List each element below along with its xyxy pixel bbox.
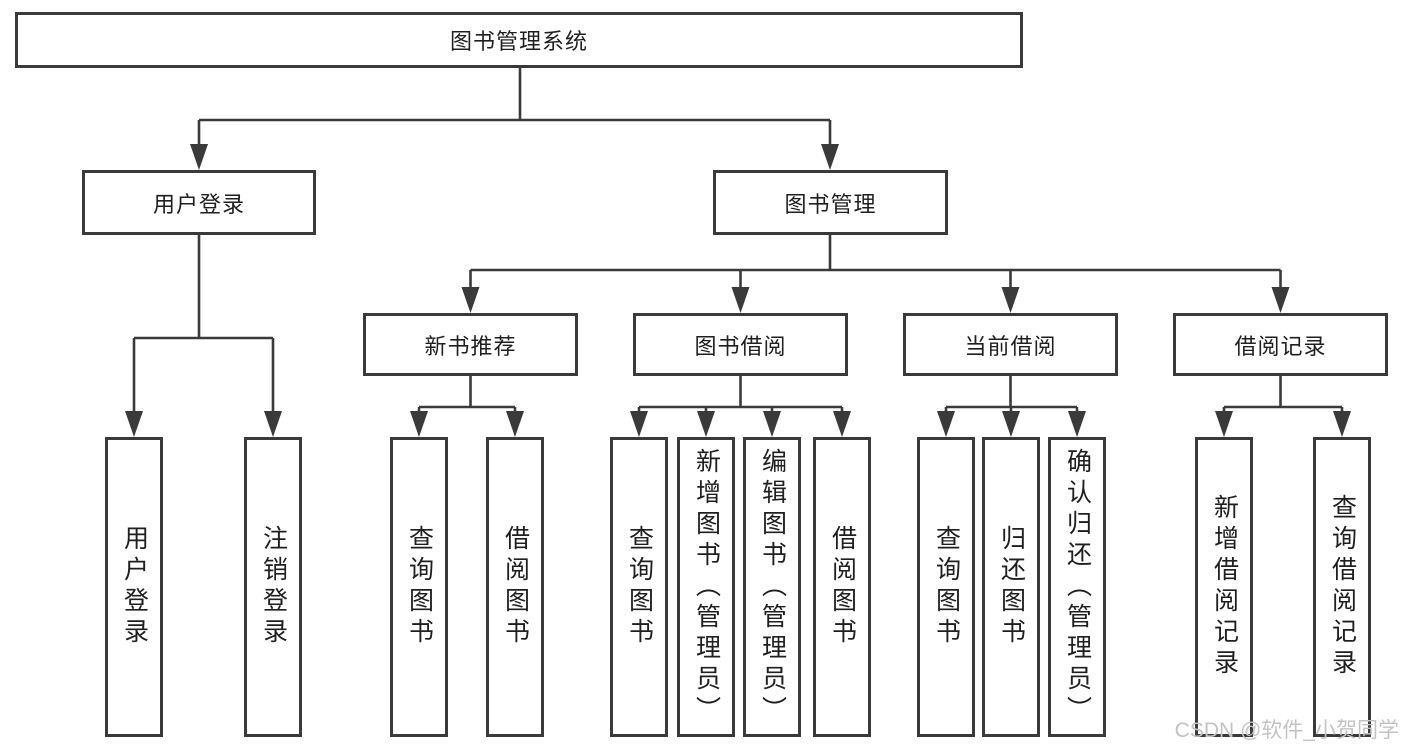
node-user-login-label: 用户登录 — [152, 191, 245, 217]
leaf-add-book-admin-label: 新增图书（管理员） — [692, 447, 721, 727]
leaf-query-books-current-label: 查询图书 — [932, 525, 961, 649]
node-book-management: 图书管理 — [713, 170, 948, 235]
node-current-borrow: 当前借阅 — [903, 313, 1118, 376]
node-borrow-records: 借阅记录 — [1173, 313, 1388, 376]
node-root: 图书管理系统 — [15, 12, 1023, 68]
leaf-return-book: 归还图书 — [982, 437, 1040, 737]
leaf-add-borrow-record: 新增借阅记录 — [1195, 437, 1253, 737]
node-borrow-records-label: 借阅记录 — [1234, 333, 1327, 359]
leaf-borrow-books-label: 借阅图书 — [828, 525, 857, 649]
leaf-query-borrow-record: 查询借阅记录 — [1313, 437, 1371, 737]
node-user-login: 用户登录 — [82, 170, 316, 235]
leaf-query-books-current: 查询图书 — [917, 437, 975, 737]
leaf-logout-login-label: 注销登录 — [259, 525, 288, 649]
leaf-query-borrow-record-label: 查询借阅记录 — [1328, 494, 1357, 680]
leaf-query-books-recommend-label: 查询图书 — [405, 525, 434, 649]
leaf-borrow-books-recommend-label: 借阅图书 — [501, 525, 530, 649]
leaf-edit-book-admin: 编辑图书（管理员） — [743, 437, 801, 737]
node-current-borrow-label: 当前借阅 — [964, 333, 1057, 359]
leaf-add-borrow-record-label: 新增借阅记录 — [1210, 494, 1239, 680]
leaf-confirm-return-admin-label: 确认归还（管理员） — [1063, 447, 1092, 727]
leaf-user-login-label: 用户登录 — [120, 525, 149, 649]
leaf-borrow-books-recommend: 借阅图书 — [486, 437, 544, 737]
leaf-query-books-borrow: 查询图书 — [610, 437, 668, 737]
leaf-query-books-borrow-label: 查询图书 — [625, 525, 654, 649]
leaf-confirm-return-admin: 确认归还（管理员） — [1048, 437, 1106, 737]
node-book-borrow-label: 图书借阅 — [694, 333, 787, 359]
node-new-book-recommend-label: 新书推荐 — [424, 333, 517, 359]
leaf-user-login: 用户登录 — [105, 437, 163, 737]
leaf-logout-login: 注销登录 — [244, 437, 302, 737]
leaf-return-book-label: 归还图书 — [997, 525, 1026, 649]
node-book-borrow: 图书借阅 — [633, 313, 848, 376]
node-root-label: 图书管理系统 — [449, 29, 588, 54]
leaf-query-books-recommend: 查询图书 — [390, 437, 448, 737]
leaf-add-book-admin: 新增图书（管理员） — [677, 437, 735, 737]
node-book-management-label: 图书管理 — [784, 191, 877, 217]
node-new-book-recommend: 新书推荐 — [363, 313, 578, 376]
leaf-edit-book-admin-label: 编辑图书（管理员） — [758, 447, 787, 727]
leaf-borrow-books: 借阅图书 — [813, 437, 871, 737]
csdn-watermark: CSDN @软件_小贺同学 — [1174, 719, 1399, 742]
